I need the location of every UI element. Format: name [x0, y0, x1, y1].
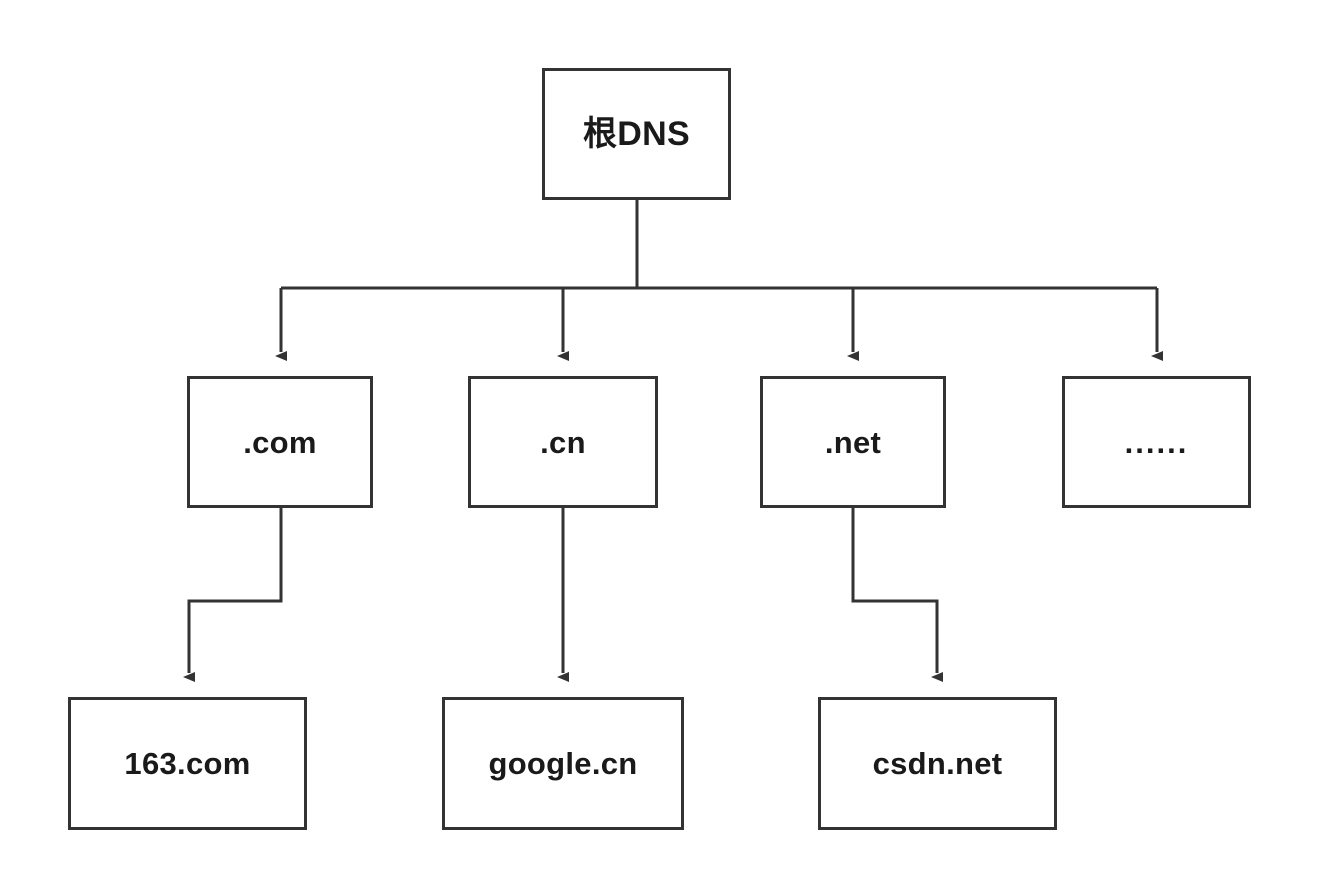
- node-tld-more[interactable]: ......: [1062, 376, 1251, 508]
- node-root-dns-label: 根DNS: [583, 115, 690, 153]
- node-domain-csdnnet-label: csdn.net: [872, 746, 1003, 781]
- edge-net-csdn: [851, 508, 943, 682]
- node-root-dns[interactable]: 根DNS: [542, 68, 731, 200]
- node-domain-csdnnet[interactable]: csdn.net: [818, 697, 1057, 830]
- node-tld-cn-label: .cn: [540, 424, 586, 460]
- node-domain-163com[interactable]: 163.com: [68, 697, 307, 830]
- node-domain-googlecn[interactable]: google.cn: [442, 697, 684, 830]
- node-tld-com-label: .com: [243, 424, 317, 460]
- node-tld-com[interactable]: .com: [187, 376, 373, 508]
- node-tld-net-label: .net: [824, 424, 882, 460]
- node-domain-googlecn-label: google.cn: [488, 746, 638, 781]
- edge-com-163: [183, 508, 283, 682]
- node-tld-cn[interactable]: .cn: [468, 376, 658, 508]
- node-domain-163com-label: 163.com: [124, 746, 251, 781]
- node-tld-net[interactable]: .net: [760, 376, 946, 508]
- node-tld-more-label: ......: [1124, 424, 1189, 460]
